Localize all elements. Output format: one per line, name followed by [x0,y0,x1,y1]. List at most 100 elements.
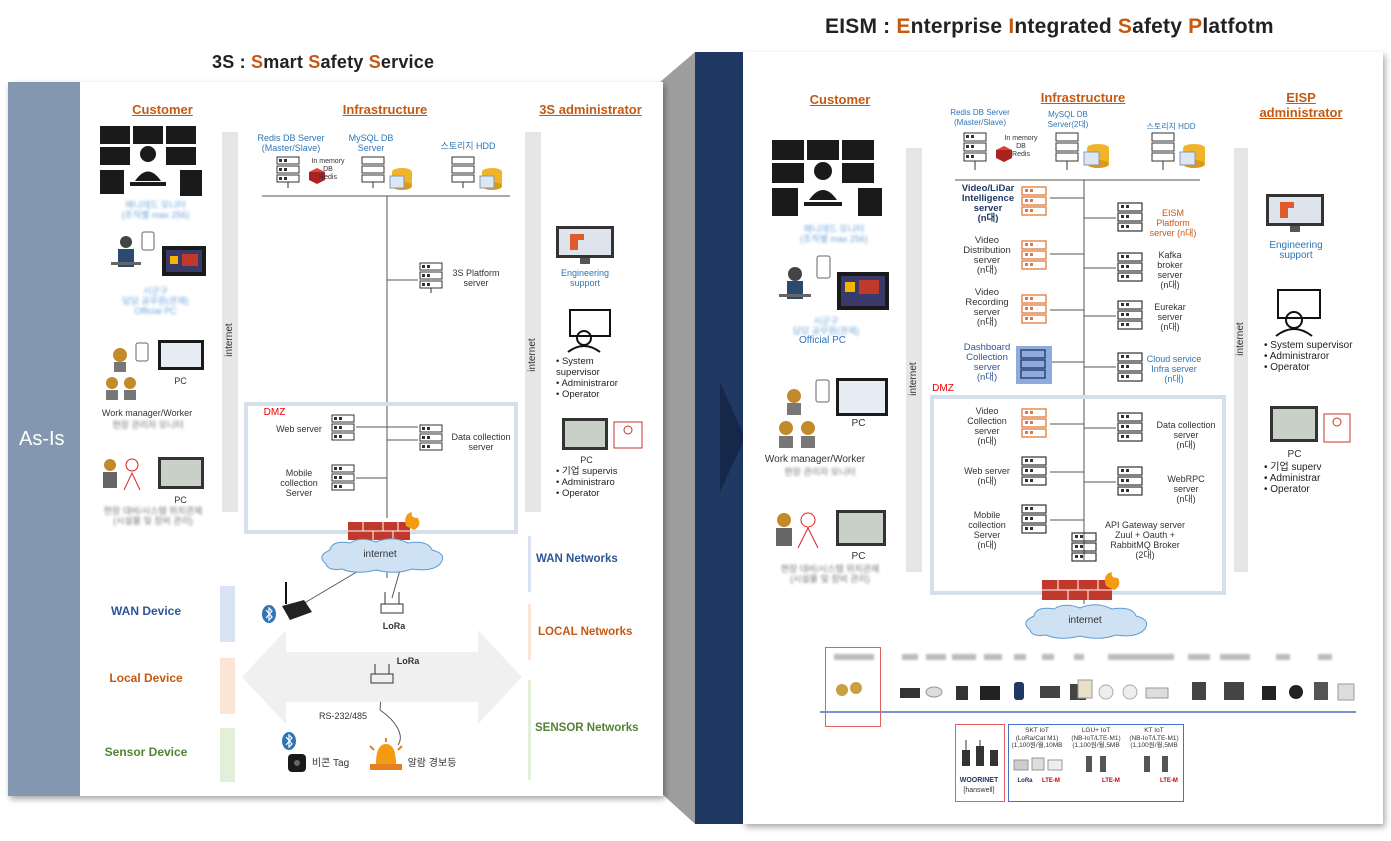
right-worker-pc-icon [779,378,888,448]
web-server-label: Web server (n대) [964,466,1010,486]
as-is-label: As-Is [19,428,65,450]
right-admin-header: EISP administrator [1259,90,1343,120]
official-pc-icon [111,231,206,276]
left-pc-label: PC [174,376,187,386]
webrpc-label: WebRPC server (n대) [1167,474,1205,504]
left-admin-pc-label: PC [580,455,593,465]
right-engineering-icon [1266,194,1324,232]
worker-pc-icon [106,340,204,400]
left-internet-cloud [321,538,444,573]
sensor-networks-label: SENSOR Networks [535,722,639,734]
right-title-s: S [1117,15,1133,38]
left-web-server-label: Web server [276,424,322,434]
kafka-label: Kafka broker server (n대) [1157,250,1183,290]
left-admin-header: 3S administrator [539,102,642,117]
mobile-label: Mobile collection Server (n대) [968,510,1006,550]
right-admin2-bullet-3: • Operator [1264,484,1310,495]
eurekar-label: Eurekar server (n대) [1154,302,1186,332]
video-lidar-label: Video/LiDar Intelligence server (n대) [961,183,1015,224]
left-mobile-label: Mobile collection Server [280,468,318,498]
rs-label: RS-232/485 [318,711,368,721]
left-cust-blur2: 시군구 담당 공무원(관제) Official PC [122,286,189,316]
left-title-s3: S [368,52,381,72]
gateway-brand2: [hanswell] [963,787,995,794]
video-rec-label: Video Recording server (n대) [965,287,1009,328]
transition-block [660,52,745,824]
right-admin-bullet-1: • System supervisor [1264,340,1353,351]
left-supervisor-icon [567,309,611,353]
left-admin-bullet-2: • Administraror [556,378,618,389]
sensor-device-bar [220,728,235,782]
right-title-w2: ntegrated [1014,15,1118,38]
video-dist-label: Video Distribution server (n대) [963,235,1011,276]
right-field-pc-icon [776,510,886,549]
left-admin-bullet-3: • Operator [556,389,600,400]
lora-label-1: LoRa [382,621,406,631]
right-title-p: P [1188,15,1203,38]
left-admin2-bullet-2: • Administraro [556,477,615,488]
right-pc-label: PC [851,418,866,429]
left-customer-header: Customer [132,102,193,117]
right-mysql-label: MySQL DB Server(2대) [1047,110,1089,129]
left-admin2-bullet-1: • 기업 supervis [556,466,618,477]
right-cust-blur2: 시군구 담당 공무원(관제) [792,316,860,336]
right-admin-bullets: • System supervisor • Administraror • Op… [1264,340,1354,373]
wan-device-bar [220,586,235,642]
lora-label-2: LoRa [396,656,420,666]
eism-platform-label: EISM Platform server (n대) [1149,208,1197,238]
left-dmz-label: DMZ [263,407,286,418]
sensor-device-label: Sensor Device [104,745,188,759]
mobile-server-icon [1021,504,1047,534]
bluetooth-icon-2 [282,732,296,750]
field-pc-icon [103,457,204,491]
video-lidar-server-icon [1021,186,1047,216]
left-arrow-shape [242,630,522,724]
left-platform-label: 3S Platform server [452,268,500,288]
left-redis-server-icon [276,156,325,188]
left-hdd-label: 스토리지 HDD [440,141,496,151]
left-admin-bullets2: • 기업 supervis • Administraro • Operator [556,466,636,499]
wan-router-icon [282,582,312,620]
right-cust-blur1: 매니데드 모니터 (조직별 max 256) [800,224,868,244]
right-internet-label: internet [1068,615,1102,626]
webrpc-server-icon [1117,466,1143,496]
left-internet-label: internet [363,549,397,560]
right-admin-internet-bar [1234,148,1248,572]
left-admin-pc-icon [562,418,643,450]
skt-lte-tag: LTE-M [1042,778,1060,784]
left-cust-internet-bar [222,132,238,512]
api-gateway-server-icon [1071,532,1097,562]
right-pc-label2: PC [851,551,866,562]
telecom-devices-icon [1013,756,1168,772]
right-admin2-bullet-1: • 기업 superv [1264,462,1322,473]
skt-lora-tag: LoRa [1017,778,1033,784]
right-official-pc-label: Official PC [798,335,847,346]
data-collection-label: Data collection server (n대) [1156,420,1216,450]
gateway-brand: WOORINET [959,777,999,784]
lgu-lte-tag: LTE-M [1102,778,1120,784]
right-firewall-icon [1042,572,1120,600]
left-mobile-server-icon [331,464,355,491]
beacon-tag-icon [288,754,306,772]
web-server-icon [1021,456,1047,486]
left-admin-internet-bar [525,132,541,512]
right-title-e: E [896,15,911,38]
wan-networks-bar [528,536,531,592]
bluetooth-icon [262,605,276,623]
right-title-prefix: EISM : [825,15,897,38]
gateway-icon [962,740,998,766]
left-mysql-server-icon [361,156,412,190]
control-room-icon [100,126,202,196]
video-rec-server-icon [1021,294,1047,324]
left-redis-label: Redis DB Server (Master/Slave) [257,133,325,153]
kafka-server-icon [1117,252,1143,282]
right-infra-header: Infrastructure [1040,90,1126,105]
data-collection-server-icon [1117,412,1143,442]
right-title-w3: afety [1132,15,1189,38]
right-redis-label: Redis DB Server (Master/Slave) [950,108,1010,127]
eism-platform-server-icon [1117,202,1143,232]
left-cust-blur1: 매니데드 모니터 (조직별 max 256) [121,200,190,220]
right-admin-bullet-2: • Administraror [1264,351,1330,362]
left-admin-bullet-1: • System supervisor [556,356,600,378]
telecom-blue-box [1008,724,1184,802]
